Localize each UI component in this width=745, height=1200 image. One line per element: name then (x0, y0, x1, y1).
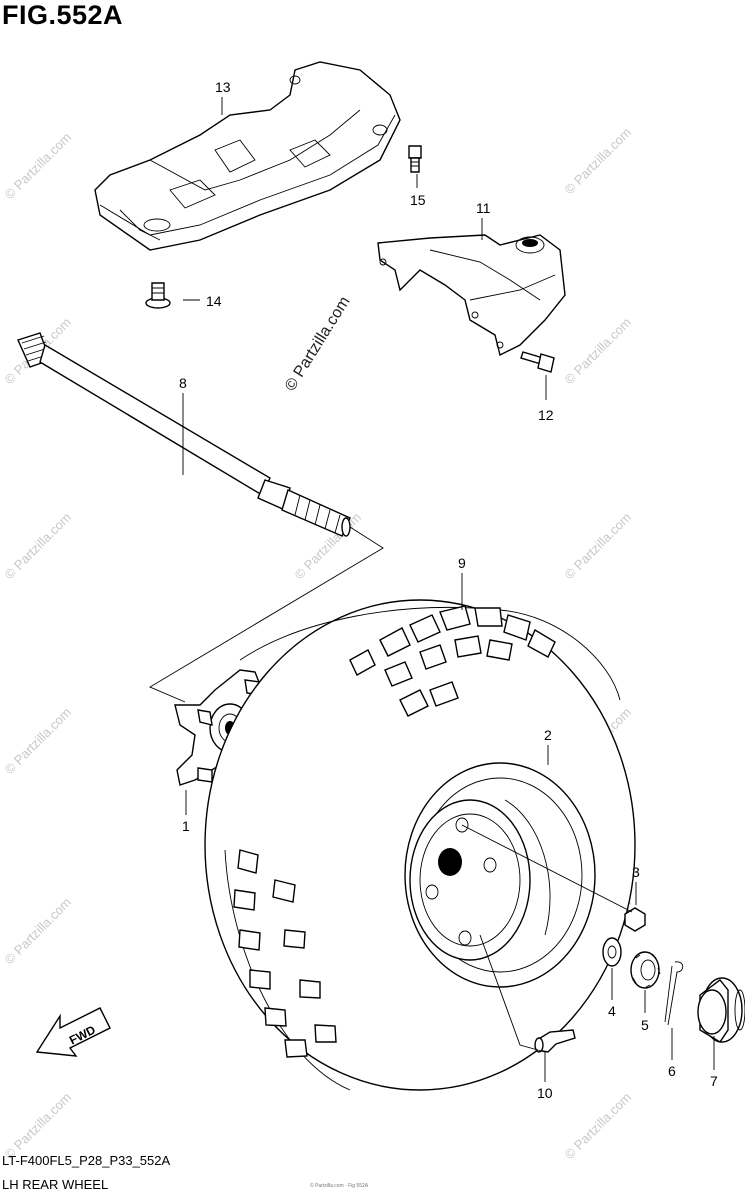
watermark: © Partzilla.com (2, 510, 75, 583)
callout-1: 1 (182, 818, 190, 834)
part-7-cap (697, 977, 745, 1043)
watermark: © Partzilla.com (562, 510, 635, 583)
callout-10: 10 (537, 1085, 553, 1101)
watermark: © Partzilla.com (562, 1090, 635, 1163)
part-5-castle-nut (630, 951, 661, 989)
part-10-valve (534, 1029, 576, 1053)
watermark: © Partzilla.com (2, 705, 75, 778)
callout-3: 3 (632, 864, 640, 880)
callouts: 13 15 14 11 12 8 9 2 1 3 4 5 6 7 10 (179, 79, 718, 1101)
callout-5: 5 (641, 1017, 649, 1033)
callout-8: 8 (179, 375, 187, 391)
leader-lines (182, 97, 715, 1082)
callout-4: 4 (608, 1003, 616, 1019)
callout-12: 12 (538, 407, 554, 423)
callout-9: 9 (458, 555, 466, 571)
part-3-nut (624, 907, 646, 932)
callout-15: 15 (410, 192, 426, 208)
copyright-tiny: © Partzilla.com · Fig 552A (310, 1183, 369, 1189)
watermark: © Partzilla.com (2, 895, 75, 968)
callout-11: 11 (476, 200, 491, 216)
part-13-guard (94, 61, 401, 251)
watermark: © Partzilla.com (2, 130, 75, 203)
watermark-center: © Partzilla.com (282, 294, 354, 394)
fwd-arrow-icon: FWD (35, 1007, 111, 1057)
watermark: © Partzilla.com (562, 315, 635, 388)
part-4-washer (602, 937, 622, 967)
assembly-guide (149, 526, 384, 703)
tire-tread (233, 605, 556, 1058)
callout-2: 2 (544, 727, 552, 743)
part-15-bolt (408, 145, 422, 173)
callout-14: 14 (206, 293, 222, 309)
part-11-bracket (377, 234, 566, 357)
part-8-shaft (17, 332, 351, 537)
callout-7: 7 (710, 1073, 718, 1089)
callout-6: 6 (668, 1063, 676, 1079)
watermark: © Partzilla.com (562, 125, 635, 198)
callout-13: 13 (215, 79, 231, 95)
figure-name: LH REAR WHEEL (2, 1177, 109, 1192)
part-14-bolt (145, 282, 171, 309)
watermark: © Partzilla.com (2, 1090, 75, 1163)
part-2-rim (404, 762, 596, 988)
figure-code: LT-F400FL5_P28_P33_552A (2, 1153, 171, 1168)
part-12-bolt (520, 351, 555, 373)
figure-title: FIG.552A (2, 0, 124, 30)
part-6-cotter-pin (664, 961, 684, 1026)
